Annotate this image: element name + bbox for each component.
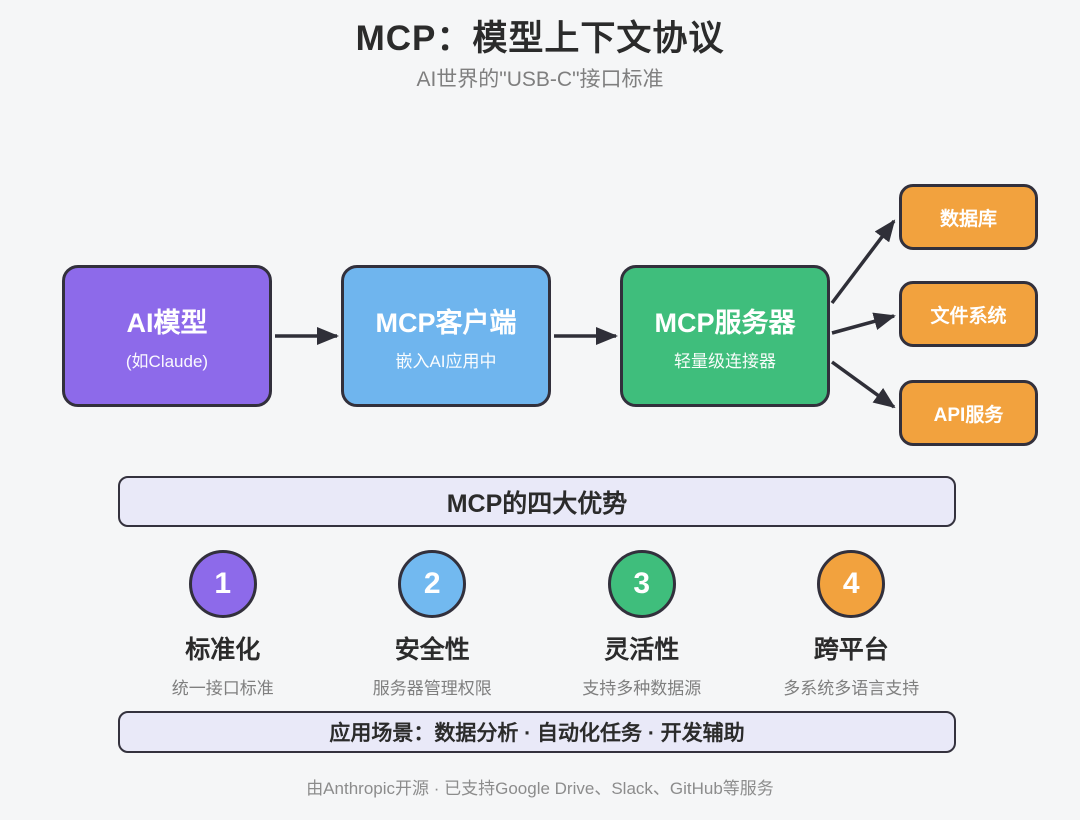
arrow-server-to-filesystem-icon	[831, 312, 896, 335]
node-title: MCP客户端	[375, 307, 517, 338]
page-footer: 由Anthropic开源 · 已支持Google Drive、Slack、Git…	[306, 779, 774, 798]
endpoint-label: 文件系统	[930, 305, 1007, 327]
flow-node-mcp-server: MCP服务器 轻量级连接器	[620, 265, 830, 407]
advantage-label: 标准化	[185, 636, 261, 664]
advantage-label: 安全性	[394, 636, 470, 664]
arrow-server-to-database-icon	[830, 219, 896, 305]
advantages-row: 1 标准化 统一接口标准 2 安全性 服务器管理权限 3 灵活性 支持多种数据源…	[118, 550, 956, 699]
advantage-number-badge: 4	[817, 550, 886, 618]
advantage-label: 灵活性	[604, 636, 680, 664]
advantage-flexibility: 3 灵活性 支持多种数据源	[537, 550, 747, 699]
endpoint-filesystem: 文件系统	[899, 281, 1038, 347]
advantages-header-text: MCP的四大优势	[446, 489, 628, 518]
advantage-standardization: 1 标准化 统一接口标准	[118, 550, 328, 699]
node-subtitle: (如Claude)	[125, 351, 209, 371]
node-subtitle: 轻量级连接器	[674, 351, 776, 371]
endpoint-label: API服务	[933, 404, 1004, 426]
flow-node-mcp-client: MCP客户端 嵌入AI应用中	[341, 265, 551, 407]
flow-node-ai-model: AI模型 (如Claude)	[62, 265, 272, 407]
endpoint-database: 数据库	[899, 184, 1038, 250]
advantage-cross-platform: 4 跨平台 多系统多语言支持	[747, 550, 957, 699]
node-subtitle: 嵌入AI应用中	[395, 351, 497, 371]
node-title: AI模型	[126, 307, 208, 338]
endpoint-label: 数据库	[939, 208, 997, 230]
page-title: MCP：模型上下文协议	[355, 19, 725, 58]
advantage-description: 支持多种数据源	[582, 679, 702, 698]
advantage-description: 服务器管理权限	[372, 679, 492, 698]
scenarios-text: 应用场景：数据分析 · 自动化任务 · 开发辅助	[329, 722, 745, 745]
advantage-number-badge: 1	[188, 550, 257, 618]
advantage-number-badge: 2	[398, 550, 467, 618]
endpoint-api-service: API服务	[899, 380, 1038, 446]
advantage-description: 统一接口标准	[171, 679, 274, 698]
node-title: MCP服务器	[654, 307, 796, 338]
advantages-header-banner: MCP的四大优势	[118, 476, 956, 527]
advantage-number-badge: 3	[607, 550, 676, 618]
advantage-description: 多系统多语言支持	[783, 679, 920, 698]
advantage-label: 跨平台	[813, 636, 889, 664]
arrow-server-to-api-icon	[830, 360, 896, 409]
advantage-security: 2 安全性 服务器管理权限	[328, 550, 538, 699]
scenarios-banner: 应用场景：数据分析 · 自动化任务 · 开发辅助	[118, 711, 956, 753]
page-subtitle: AI世界的"USB-C"接口标准	[416, 68, 664, 91]
